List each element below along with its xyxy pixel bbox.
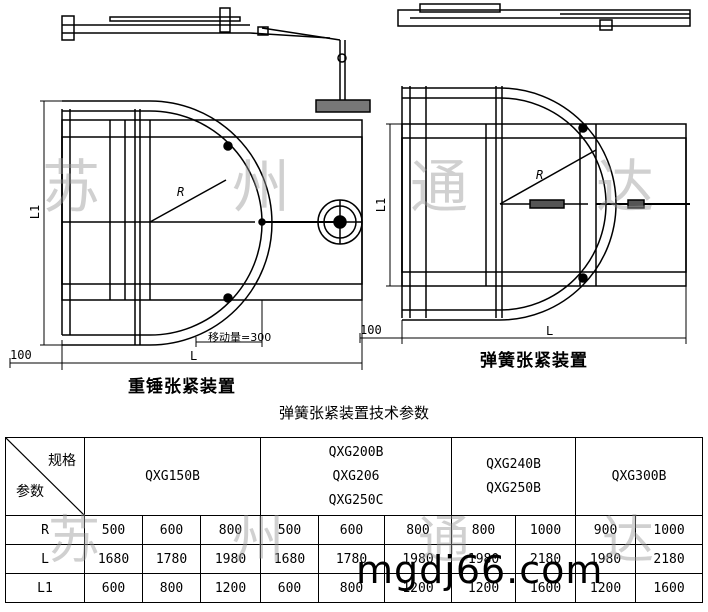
right-dim-R: R xyxy=(536,168,544,182)
stroke-note: 移动量=300 xyxy=(208,331,272,344)
table-cell: 1600 xyxy=(635,573,704,603)
table-cell: 800 xyxy=(451,515,517,545)
table-cell: 1600 xyxy=(515,573,577,603)
table-cell: 1980 xyxy=(451,544,517,574)
table-cell: 1680 xyxy=(260,544,320,574)
table-row: R 500 600 800 500 600 800 800 1000 900 1… xyxy=(5,515,704,545)
spec-table: 规格 参数 QXG150B QXG200B QXG206 QXG250C QXG… xyxy=(5,437,704,603)
right-dimensions xyxy=(359,123,687,344)
table-cell: 800 xyxy=(384,515,453,545)
header-param: 参数 xyxy=(16,484,44,500)
table-cell: 600 xyxy=(142,515,201,545)
table-cell: 1780 xyxy=(142,544,201,574)
table-cell: 2180 xyxy=(515,544,577,574)
left-dim-L: L xyxy=(190,349,198,363)
table-cell: 600 xyxy=(318,515,386,545)
technical-drawing xyxy=(9,3,691,370)
table-cell: 600 xyxy=(260,573,320,603)
gravity-caption: 重锤张紧装置 xyxy=(128,377,236,397)
table-cell: 1980 xyxy=(384,544,453,574)
left-dim-L1: L1 xyxy=(28,204,43,220)
right-dim-L1: L1 xyxy=(374,197,389,213)
table-cell: 1200 xyxy=(384,573,453,603)
model-group-1: QXG150B xyxy=(83,437,262,516)
row-label: L xyxy=(5,544,85,574)
diagonal-line xyxy=(6,438,84,515)
table-header-row: 规格 参数 QXG150B QXG200B QXG206 QXG250C QXG… xyxy=(5,437,704,516)
table-cell: 1000 xyxy=(635,515,704,545)
table-cell: 1200 xyxy=(575,573,637,603)
table-cell: 1780 xyxy=(318,544,386,574)
table-cell: 1200 xyxy=(199,573,262,603)
table-cell: 800 xyxy=(199,515,262,545)
left-dimensions xyxy=(9,100,363,370)
left-plan-view xyxy=(61,100,363,346)
table-cell: 2180 xyxy=(635,544,704,574)
table-cell: 500 xyxy=(260,515,320,545)
spring-caption: 弹簧张紧装置 xyxy=(480,351,588,371)
right-dim-L: L xyxy=(546,324,554,338)
model-group-3: QXG240B QXG250B xyxy=(451,437,577,516)
table-cell: 1200 xyxy=(451,573,517,603)
table-cell: 900 xyxy=(575,515,637,545)
header-spec: 规格 xyxy=(48,453,76,469)
left-elevation-view xyxy=(61,7,371,113)
table-cell: 800 xyxy=(318,573,386,603)
left-dim-100: 100 xyxy=(10,348,32,362)
row-label: R xyxy=(5,515,85,545)
site-watermark: mgdj66.com xyxy=(356,548,604,592)
model-group-4: QXG300B xyxy=(575,437,704,516)
table-row: L1 600 800 1200 600 800 1200 1200 1600 1… xyxy=(5,573,704,603)
table-cell: 600 xyxy=(84,573,143,603)
table-cell: 1680 xyxy=(84,544,143,574)
header-corner: 规格 参数 xyxy=(5,437,85,516)
left-dim-R: R xyxy=(177,185,185,199)
table-cell: 1980 xyxy=(199,544,262,574)
row-label: L1 xyxy=(5,573,85,603)
table-title: 弹簧张紧装置技术参数 xyxy=(278,404,429,422)
table-cell: 800 xyxy=(142,573,201,603)
table-cell: 1000 xyxy=(515,515,577,545)
model-group-2: QXG200B QXG206 QXG250C xyxy=(260,437,453,516)
right-plan-view xyxy=(401,86,690,321)
right-elevation-view xyxy=(397,3,691,31)
table-cell: 500 xyxy=(84,515,143,545)
right-dim-100: 100 xyxy=(360,323,382,337)
